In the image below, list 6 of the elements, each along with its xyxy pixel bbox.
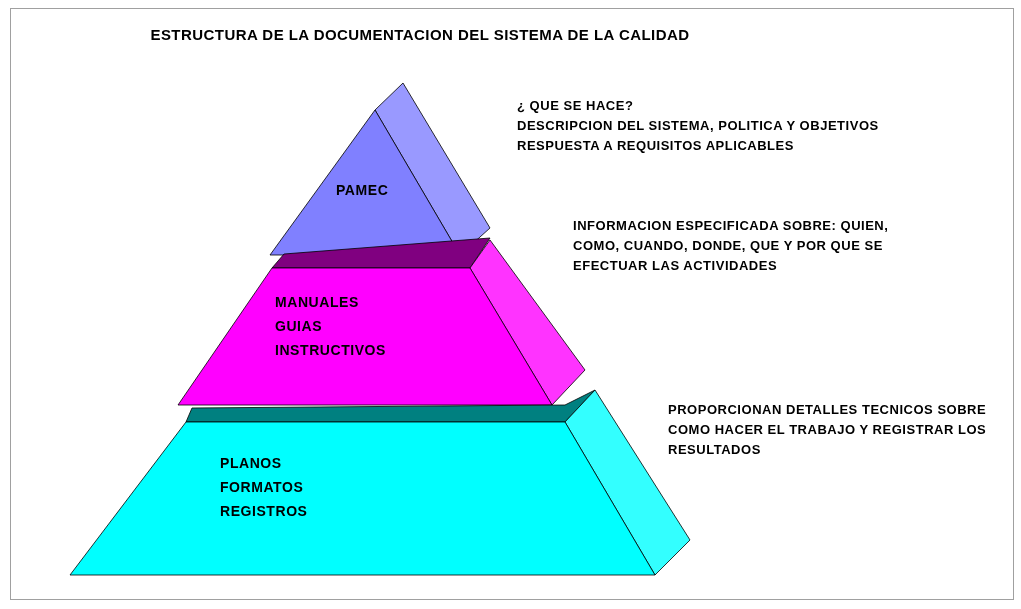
diagram-title: ESTRUCTURA DE LA DOCUMENTACION DEL SISTEMA DE LA CALIDAD [149,25,691,45]
description-text: PROPORCIONAN DETALLES TECNICOS SOBRE COMO HACER EL TRABAJO Y REGISTRAR LOS RESULTADOS [668,401,988,459]
description-text: DESCRIPCION DEL SISTEMA, POLITICA Y OBJETIVOS [517,117,880,135]
description-text: ¿ QUE SE HACE? [517,97,635,115]
description-text: INFORMACION ESPECIFICADA SOBRE: QUIEN, COMO, CUANDO, DONDE, QUE Y POR QUE SE EFECTUAR LAS ACTIVIDADES [573,217,890,275]
description-text: RESPUESTA A REQUISITOS APLICABLES [517,137,795,155]
